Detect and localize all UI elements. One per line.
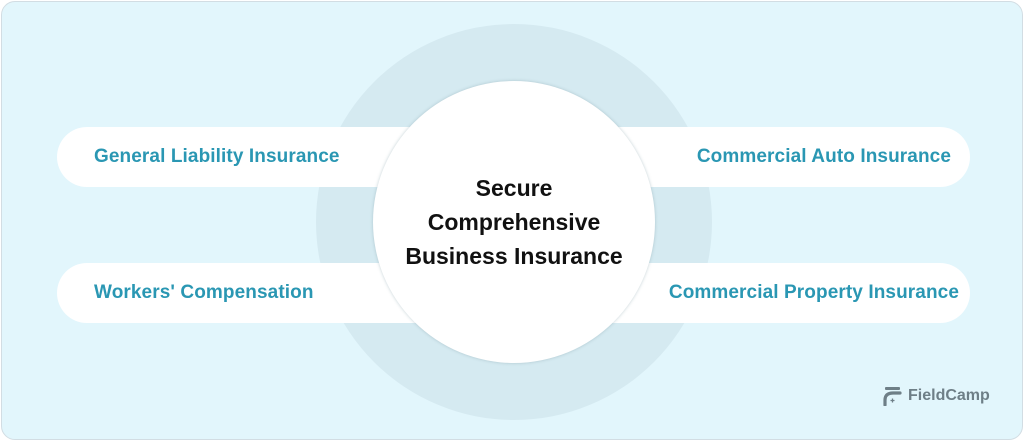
item-label: Workers' Compensation (94, 282, 314, 303)
center-title-line: Secure (475, 175, 553, 201)
center-circle: Secure Comprehensive Business Insurance (373, 81, 655, 363)
item-label: Commercial Auto Insurance (696, 146, 951, 167)
brand-name: FieldCamp (908, 387, 990, 404)
item-label: General Liability Insurance (94, 146, 340, 167)
item-commercial-property: Commercial Property Insurance (582, 263, 970, 323)
item-label: Commercial Property Insurance (668, 282, 959, 303)
center-title-line: Comprehensive (427, 209, 601, 235)
fieldcamp-logo-icon (883, 387, 902, 406)
brand-logo: FieldCamp (882, 386, 990, 406)
center-title: Secure Comprehensive Business Insurance (405, 171, 622, 273)
center-title-line: Business Insurance (405, 243, 623, 269)
